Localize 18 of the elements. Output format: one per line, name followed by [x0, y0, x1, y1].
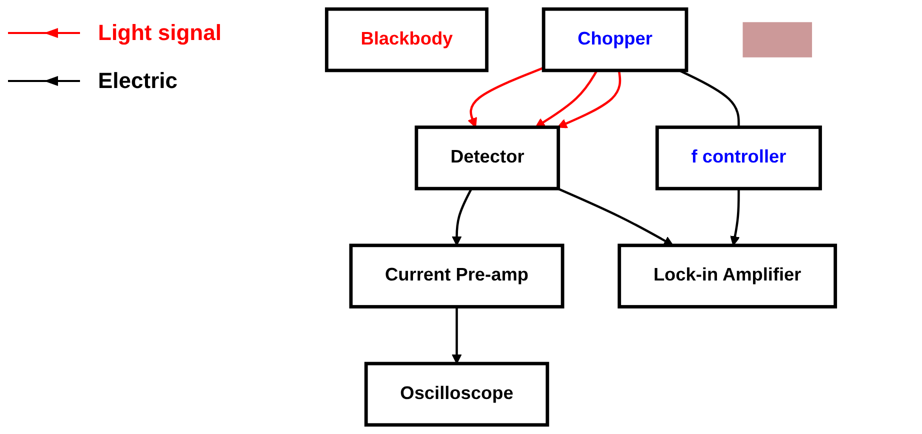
node-box: Chopper — [542, 7, 688, 72]
arrow — [557, 70, 622, 128]
node-bar — [742, 22, 812, 58]
connector — [678, 69, 740, 128]
node-box: Detector — [414, 126, 560, 190]
node-box: Blackbody — [324, 7, 488, 72]
legend-label: Electric — [98, 68, 178, 94]
arrow — [452, 306, 462, 364]
arrow — [452, 188, 472, 246]
arrow — [730, 188, 740, 246]
node-box: Lock-in Amplifier — [618, 244, 838, 308]
node-box: Current Pre-amp — [349, 244, 564, 308]
legend-label: Light signal — [98, 20, 222, 46]
arrow — [535, 70, 598, 128]
arrow — [468, 66, 544, 128]
node-box: f controller — [655, 126, 822, 190]
node-box: Oscilloscope — [364, 362, 550, 427]
arrow — [557, 188, 674, 246]
